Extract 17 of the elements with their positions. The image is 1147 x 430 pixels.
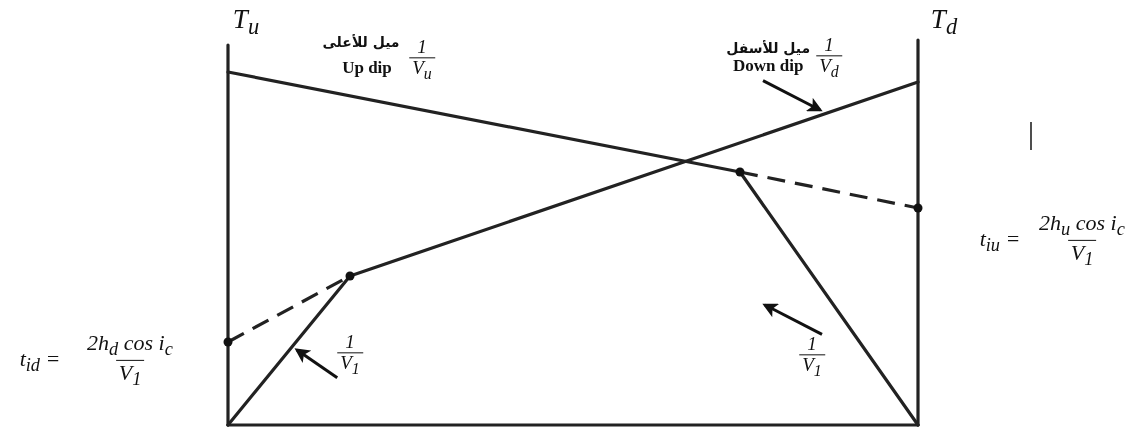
english-label: Up dip (342, 58, 392, 78)
arrow (294, 348, 339, 379)
arabic-label: ميل للأسفل (726, 40, 811, 57)
arrow (762, 79, 823, 112)
slope-fraction: 1 V$_{1}$ (799, 334, 825, 380)
english-label: Down dip (733, 56, 804, 76)
axis-title: T$_{u}$ (232, 3, 260, 41)
slope-fraction: 1 V$_{d}$ (816, 35, 842, 81)
axis-title: T$_{d}$ (930, 3, 958, 41)
arabic-label: ميل للأعلى (322, 34, 400, 50)
formula-term: t$_{id}$ = (19, 345, 61, 377)
formula-term: t$_{iu}$ = (979, 225, 1021, 257)
slope-fraction: 1 V$_{1}$ (337, 332, 363, 378)
slope-fraction: 1 V$_{u}$ (409, 37, 435, 83)
formula-fraction: 2h$_{d}$ cos i$_{c}$ V$_{1}$ (86, 330, 174, 390)
formula-fraction: 2h$_{u}$ cos i$_{c}$ V$_{1}$ (1038, 210, 1126, 270)
arrow (762, 303, 823, 336)
